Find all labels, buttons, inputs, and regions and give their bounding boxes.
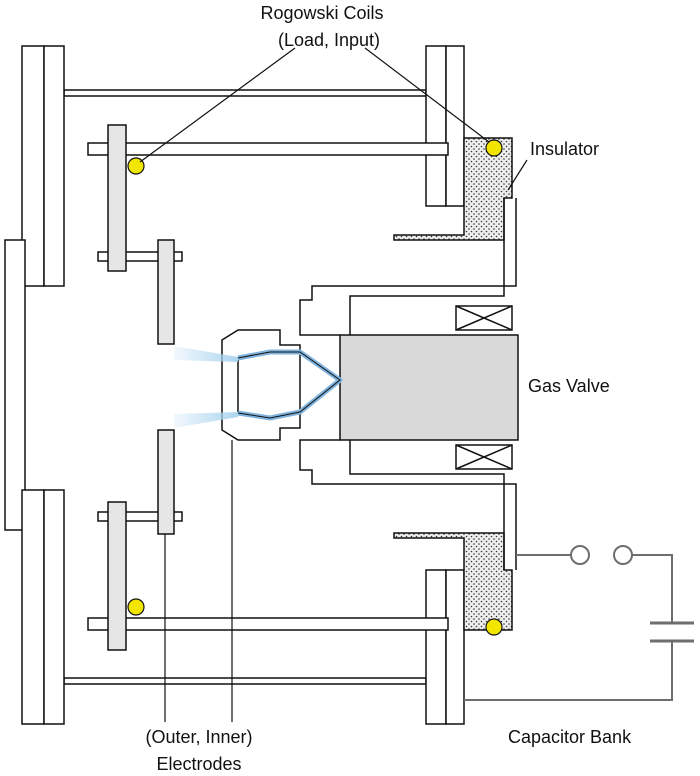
capacitor-bank-label: Capacitor Bank xyxy=(508,727,632,747)
left-flange-lower xyxy=(21,489,45,725)
housing-upper-outline xyxy=(299,198,517,336)
electrodes-label-line1: (Outer, Inner) xyxy=(145,727,252,747)
rogowski-leader-input xyxy=(364,47,490,143)
lower-outer-plate xyxy=(107,501,127,651)
nozzle-body xyxy=(221,329,301,441)
left-flange-lower-inner xyxy=(43,489,65,725)
right-flange-upper xyxy=(425,45,447,207)
upper-electrode-assembly xyxy=(87,124,449,345)
upper-inner-plate xyxy=(157,239,175,345)
rogowski-coil-icon xyxy=(485,139,503,157)
leader-lines xyxy=(139,47,528,722)
circuit-wiring xyxy=(464,554,673,701)
housing-lower-outline xyxy=(299,439,517,570)
right-flange-upper-outer xyxy=(445,45,465,207)
upper-rod xyxy=(87,142,449,156)
chamber-frame xyxy=(4,45,465,725)
solenoid-x-icon xyxy=(455,305,513,331)
gas-channel xyxy=(237,349,343,421)
rogowski-coil-icon xyxy=(485,618,503,636)
plasma-jet-lower xyxy=(174,412,238,428)
bottom-wall xyxy=(63,677,427,685)
lower-cross-bar xyxy=(97,511,183,522)
right-flange-lower-outer xyxy=(445,569,465,725)
housing-upper-inner xyxy=(349,198,505,335)
upper-cross-bar xyxy=(97,251,183,262)
right-flange-lower xyxy=(425,569,447,725)
switch-terminal-icon xyxy=(570,545,590,565)
upper-outer-plate xyxy=(107,124,127,272)
rogowski-coil-icon xyxy=(127,598,145,616)
lower-rod xyxy=(87,617,449,631)
left-outer-plate xyxy=(4,239,26,531)
rogowski-leader-load xyxy=(139,47,296,163)
insulator-label: Insulator xyxy=(530,139,599,159)
top-wall xyxy=(63,89,427,97)
solenoid-x-icon xyxy=(455,444,513,470)
electrodes-label-line2: Electrodes xyxy=(156,754,241,774)
lower-inner-plate xyxy=(157,429,175,535)
lower-electrode-assembly xyxy=(87,429,449,651)
capacitor-icon xyxy=(650,621,694,643)
rogowski-label-line1: Rogowski Coils xyxy=(260,3,383,23)
insulator-leader xyxy=(507,159,528,191)
wire-return xyxy=(464,642,673,701)
housing-lower-inner xyxy=(349,440,505,570)
plasma-jet-upper xyxy=(174,346,238,362)
switch-terminal-icon xyxy=(613,545,633,565)
wire-to-capacitor xyxy=(632,554,673,622)
gas-valve-label: Gas Valve xyxy=(528,376,610,396)
rogowski-label-line2: (Load, Input) xyxy=(278,30,380,50)
left-flange-upper-inner xyxy=(43,45,65,287)
gas-valve-body xyxy=(339,334,519,441)
valve-housing xyxy=(299,198,517,570)
